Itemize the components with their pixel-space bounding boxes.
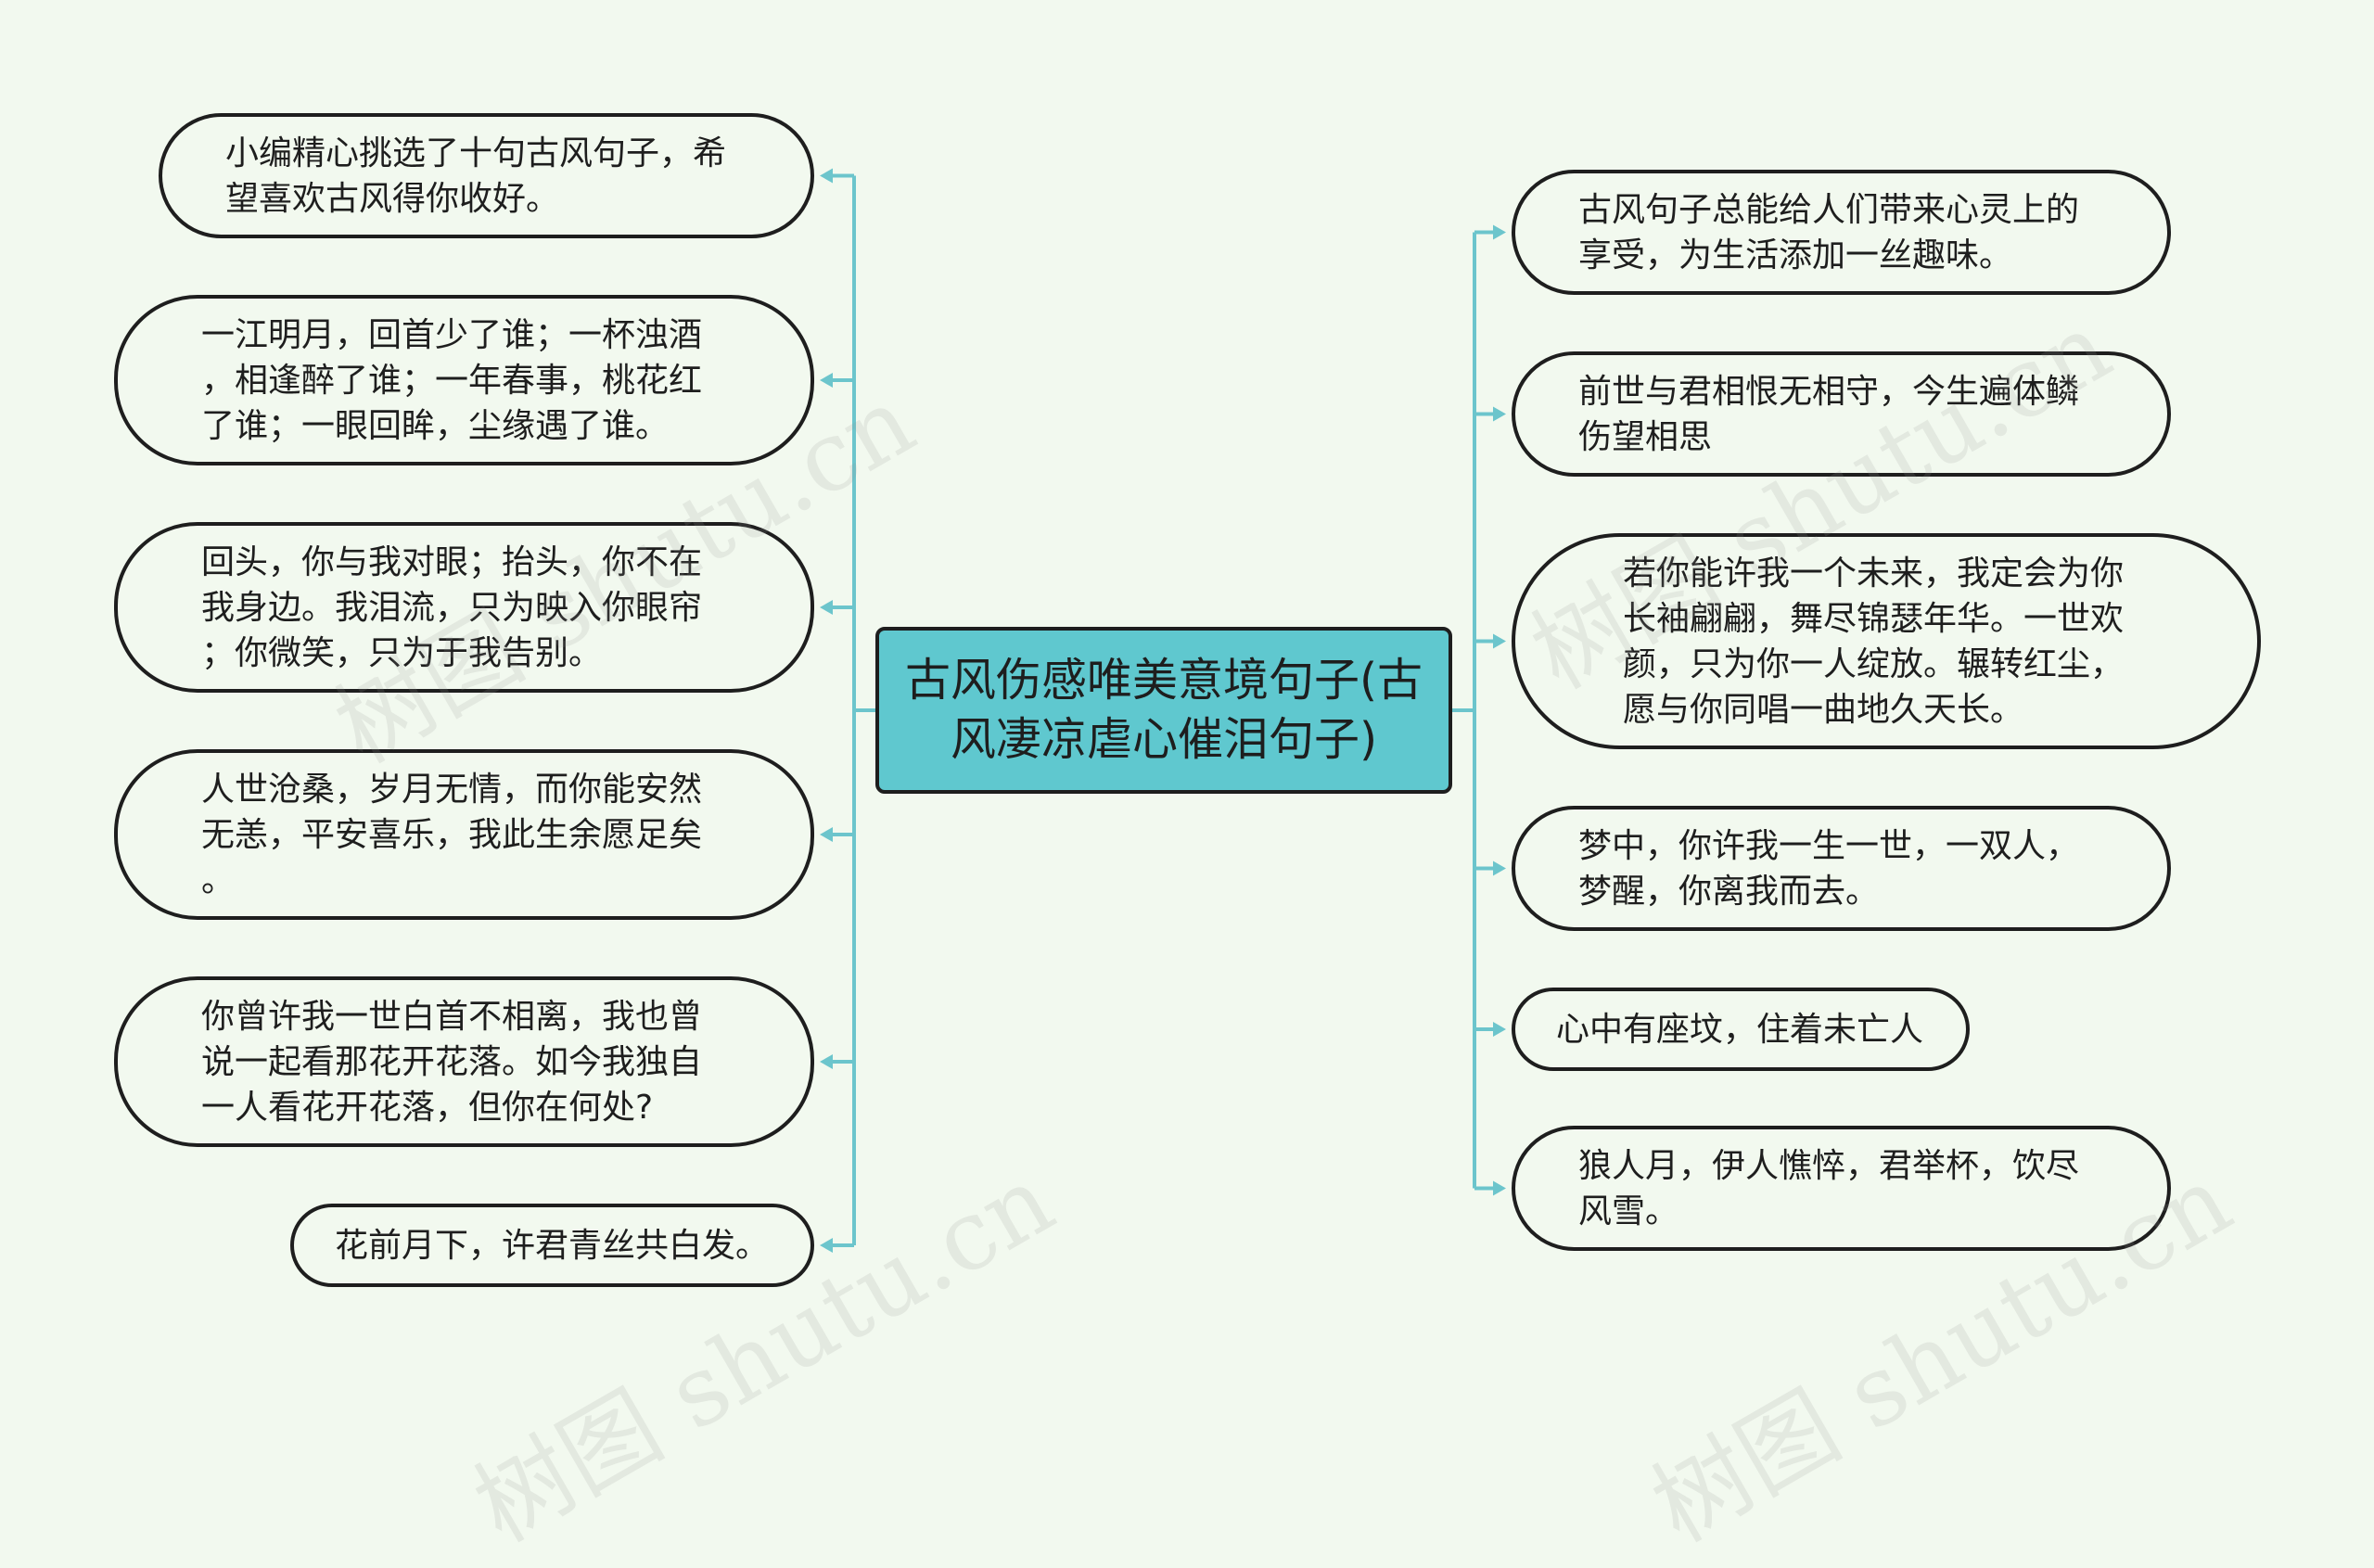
root-node-label: 古风伤感唯美意境句子(古 风凄凉虐心催泪句子) bbox=[904, 654, 1423, 766]
root-node[interactable]: 古风伤感唯美意境句子(古 风凄凉虐心催泪句子) bbox=[875, 627, 1452, 794]
left-node-6-text: 花前月下，许君青丝共白发。 bbox=[335, 1226, 770, 1265]
left-node-3[interactable]: 回头，你与我对眼；抬头，你不在 我身边。我泪流，只为映入你眼帘 ；你微笑，只为于… bbox=[114, 522, 814, 693]
left-branch-arrow-3 bbox=[820, 600, 833, 615]
right-node-2-text: 前世与君相恨无相守，今生遍体鳞 伤望相思 bbox=[1578, 372, 2080, 456]
right-node-1-text: 古风句子总能给人们带来心灵上的 享受，为生活添加一丝趣味。 bbox=[1578, 190, 2080, 274]
connector-layer bbox=[820, 168, 1506, 1253]
right-node-5[interactable]: 心中有座坟，住着未亡人 bbox=[1512, 988, 1970, 1071]
left-node-4-text: 人世沧桑，岁月无情，而你能安然 无恙，平安喜乐，我此生余愿足矣 。 bbox=[201, 770, 703, 899]
left-branch-arrow-2 bbox=[820, 373, 833, 388]
right-node-6[interactable]: 狼人月，伊人憔悴，君举杯，饮尽 风雪。 bbox=[1512, 1126, 2171, 1251]
left-node-5[interactable]: 你曾许我一世白首不相离，我也曾 说一起看那花开花落。如今我独自 一人看花开花落，… bbox=[114, 976, 814, 1147]
right-node-2[interactable]: 前世与君相恨无相守，今生遍体鳞 伤望相思 bbox=[1512, 351, 2171, 477]
right-node-4-text: 梦中，你许我一生一世，一双人， 梦醒，你离我而去。 bbox=[1578, 826, 2080, 911]
left-node-5-text: 你曾许我一世白首不相离，我也曾 说一起看那花开花落。如今我独自 一人看花开花落，… bbox=[201, 997, 703, 1127]
right-branch-arrow-1 bbox=[1493, 224, 1506, 240]
right-branch-arrow-3 bbox=[1493, 633, 1506, 649]
left-branch-arrow-4 bbox=[820, 827, 833, 842]
right-branch-arrow-2 bbox=[1493, 406, 1506, 422]
right-node-3-text: 若你能许我一个未来，我定会为你 长袖翩翩，舞尽锦瑟年华。一世欢 颜，只为你一人绽… bbox=[1623, 554, 2125, 729]
left-node-6[interactable]: 花前月下，许君青丝共白发。 bbox=[290, 1204, 814, 1287]
left-node-2-text: 一江明月，回首少了谁；一杯浊酒 ，相逢醉了谁；一年春事，桃花红 了谁；一眼回眸，… bbox=[201, 315, 703, 445]
left-node-3-text: 回头，你与我对眼；抬头，你不在 我身边。我泪流，只为映入你眼帘 ；你微笑，只为于… bbox=[201, 542, 703, 672]
right-node-5-text: 心中有座坟，住着未亡人 bbox=[1556, 1010, 1924, 1049]
left-node-1-text: 小编精心挑选了十句古风句子，希 望喜欢古风得你收好。 bbox=[225, 134, 727, 218]
right-branch-arrow-6 bbox=[1493, 1180, 1506, 1196]
left-branch-arrow-6 bbox=[820, 1238, 833, 1253]
right-branch-arrow-4 bbox=[1493, 860, 1506, 876]
mindmap-canvas: 古风伤感唯美意境句子(古 风凄凉虐心催泪句子) 小编精心挑选了十句古风句子，希 … bbox=[114, 113, 2261, 1563]
left-branch-arrow-5 bbox=[820, 1054, 833, 1069]
right-node-6-text: 狼人月，伊人憔悴，君举杯，饮尽 风雪。 bbox=[1578, 1146, 2080, 1230]
right-node-1[interactable]: 古风句子总能给人们带来心灵上的 享受，为生活添加一丝趣味。 bbox=[1512, 170, 2171, 295]
left-node-2[interactable]: 一江明月，回首少了谁；一杯浊酒 ，相逢醉了谁；一年春事，桃花红 了谁；一眼回眸，… bbox=[114, 295, 814, 465]
right-node-3[interactable]: 若你能许我一个未来，我定会为你 长袖翩翩，舞尽锦瑟年华。一世欢 颜，只为你一人绽… bbox=[1512, 533, 2261, 749]
left-node-1[interactable]: 小编精心挑选了十句古风句子，希 望喜欢古风得你收好。 bbox=[159, 113, 814, 238]
left-node-4[interactable]: 人世沧桑，岁月无情，而你能安然 无恙，平安喜乐，我此生余愿足矣 。 bbox=[114, 749, 814, 920]
right-node-4[interactable]: 梦中，你许我一生一世，一双人， 梦醒，你离我而去。 bbox=[1512, 806, 2171, 931]
left-branch-arrow-1 bbox=[820, 168, 833, 184]
right-branch-arrow-5 bbox=[1493, 1022, 1506, 1037]
